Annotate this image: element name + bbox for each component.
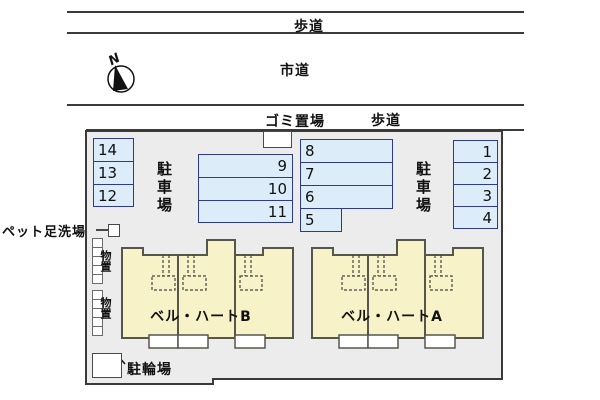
garbage-area-box: [263, 131, 292, 148]
parking-spot-1: 1: [453, 140, 498, 163]
building-a-porch-2: [367, 334, 399, 349]
spot-number: 6: [305, 188, 315, 206]
compass-icon: N: [106, 51, 135, 93]
spot-number: 4: [482, 208, 492, 227]
spot-number: 3: [482, 186, 492, 205]
storage-cell: [92, 326, 103, 336]
spot-number: 14: [98, 141, 118, 159]
building-a-entry-stairs: [341, 255, 453, 291]
spot-number: 2: [482, 164, 492, 183]
building-a-porch-1: [338, 334, 369, 349]
storage-cell: [92, 274, 103, 284]
parking-spot-13: 13: [93, 161, 134, 185]
building-a-label: ベル・ハートA: [341, 309, 443, 325]
city-road-label: 市道: [280, 63, 310, 79]
spot-number: 12: [98, 186, 118, 205]
spot-number: 10: [267, 180, 287, 198]
building-b-entry-stairs: [151, 255, 263, 291]
parking-spot-7: 7: [300, 162, 393, 186]
parking-spot-4: 4: [453, 206, 498, 229]
pet-wash-box: [108, 224, 120, 237]
storage-label-lower: 物置: [99, 297, 112, 319]
sidewalk-lower-label: 歩道: [371, 113, 401, 129]
building-a-porch-3: [424, 334, 456, 349]
bicycle-parking-label: 駐輪場: [127, 362, 172, 378]
parking-lot-label-right: 駐車場: [414, 161, 432, 215]
parking-spot-11: 11: [198, 200, 293, 223]
pet-wash-label: ペット足洗場: [2, 225, 87, 240]
building-b-label: ベル・ハートB: [150, 309, 252, 325]
garbage-area-label: ゴミ置場: [265, 114, 325, 130]
parking-spot-14: 14: [93, 138, 134, 162]
spot-number: 5: [305, 211, 315, 229]
spot-number: 7: [305, 165, 315, 183]
parking-spot-2: 2: [453, 162, 498, 185]
parking-spot-5: 5: [300, 208, 342, 232]
spot-number: 11: [267, 202, 287, 221]
spot-number: 1: [482, 142, 492, 161]
parking-spot-3: 3: [453, 184, 498, 207]
spot-number: 13: [98, 164, 118, 182]
parking-lot-label-left: 駐車場: [155, 161, 173, 215]
spot-number: 9: [277, 157, 287, 175]
building-b-porch-1: [148, 334, 179, 349]
parking-spot-6: 6: [300, 185, 393, 209]
parking-spot-10: 10: [198, 177, 293, 201]
storage-label-upper: 物置: [99, 250, 112, 272]
parking-spot-8: 8: [300, 139, 393, 163]
spot-number: 8: [305, 142, 315, 160]
sidewalk-top-label: 歩道: [294, 19, 324, 35]
building-b-porch-2: [177, 334, 209, 349]
bicycle-parking-box: [92, 353, 122, 378]
building-b-porch-3: [234, 334, 266, 349]
parking-spot-12: 12: [93, 184, 134, 207]
parking-spot-9: 9: [198, 154, 293, 178]
